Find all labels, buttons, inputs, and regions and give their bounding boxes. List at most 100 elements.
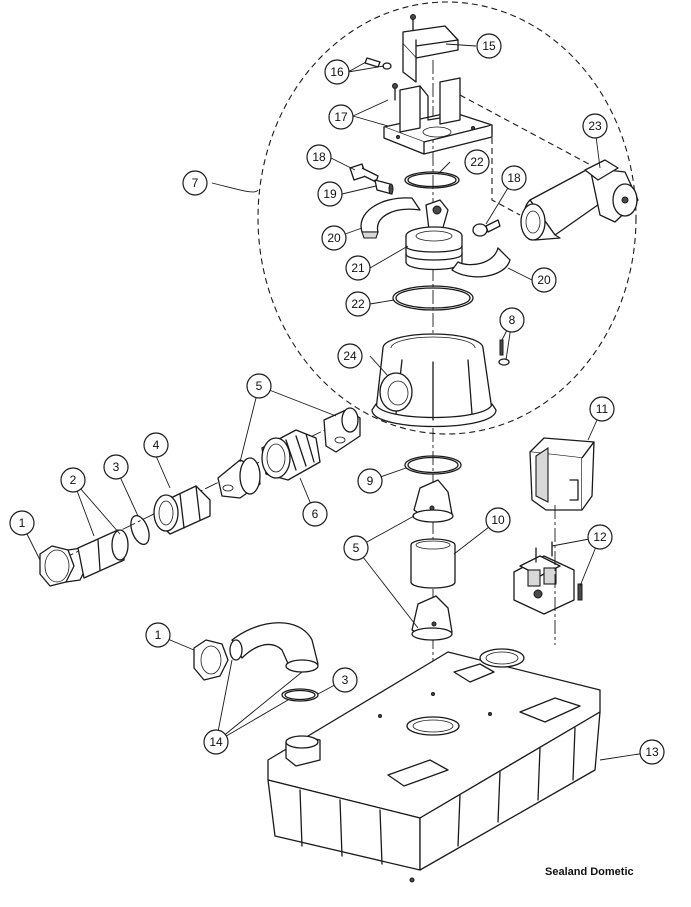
callout-12: 12: [587, 524, 613, 550]
callout-18-right: 18: [501, 165, 527, 191]
callout-11: 11: [589, 396, 615, 422]
spacer: [374, 179, 394, 195]
o-ring-discharge: [281, 688, 319, 702]
svg-text:6: 6: [312, 507, 319, 521]
motor: [520, 159, 639, 241]
callout-2: 2: [60, 467, 86, 493]
svg-text:10: 10: [491, 513, 505, 527]
svg-text:5: 5: [353, 541, 360, 555]
screw-washer-right: [498, 339, 510, 366]
callout-24: 24: [337, 343, 363, 369]
svg-text:20: 20: [327, 231, 341, 245]
svg-text:1: 1: [19, 516, 26, 530]
pump-head: [405, 199, 463, 271]
elbow-upper: [323, 407, 361, 453]
o-ring-9: [404, 455, 462, 475]
svg-text:16: 16: [330, 65, 344, 79]
svg-text:15: 15: [482, 39, 496, 53]
switch-assembly: [513, 541, 583, 615]
clamp-right: [451, 247, 511, 278]
svg-text:8: 8: [509, 313, 516, 327]
callout-20: 20: [321, 225, 347, 251]
callout-18: 18: [306, 144, 332, 170]
svg-text:22: 22: [351, 297, 365, 311]
clamp-left-end: [361, 231, 379, 239]
svg-text:22: 22: [470, 155, 484, 169]
callout-8: 8: [499, 307, 525, 333]
elbow-lower: [411, 595, 453, 641]
callout-5: 5: [246, 373, 272, 399]
svg-text:4: 4: [153, 438, 160, 452]
svg-text:18: 18: [312, 150, 326, 164]
discharge-elbow: [229, 622, 319, 673]
callout-6: 6: [302, 501, 328, 527]
svg-text:17: 17: [334, 110, 348, 124]
callout-13: 13: [639, 739, 665, 765]
callout-10: 10: [485, 507, 511, 533]
svg-text:23: 23: [588, 119, 602, 133]
hex-nut-left: [39, 545, 89, 587]
callout-22-upper: 22: [464, 149, 490, 175]
svg-text:11: 11: [596, 402, 609, 416]
sleeve: [410, 538, 456, 589]
callout-20-right: 20: [531, 267, 557, 293]
brand-label: Sealand Dometic: [545, 866, 634, 878]
hex-nut-lower: [193, 639, 229, 681]
svg-text:1: 1: [155, 628, 162, 642]
pump-body: [371, 333, 497, 428]
bolt-left: [349, 163, 379, 183]
o-ring-upper: [404, 171, 460, 189]
svg-text:12: 12: [593, 530, 607, 544]
callout-3: 3: [103, 454, 129, 480]
callout-23: 23: [582, 113, 608, 139]
alignment-line: [491, 128, 521, 216]
union: [153, 485, 211, 535]
clamp-left: [360, 197, 421, 233]
callout-17: 17: [328, 104, 354, 130]
bolt-right: [472, 219, 501, 237]
svg-text:19: 19: [323, 187, 337, 201]
tail-piece: [77, 529, 129, 579]
callout-14: 14: [203, 729, 229, 755]
callout-22: 22: [345, 291, 371, 317]
callout-15: 15: [476, 33, 502, 59]
o-ring-inlet: [130, 514, 150, 546]
callout-19: 19: [317, 181, 343, 207]
o-ring-lower-inner: [395, 287, 471, 309]
svg-text:21: 21: [351, 261, 365, 275]
top-bracket: [402, 14, 459, 83]
leader-lines: [21, 43, 653, 761]
svg-text:14: 14: [209, 735, 223, 749]
callout-1-lower: 1: [145, 622, 171, 648]
svg-text:3: 3: [113, 460, 120, 474]
callout-1: 1: [9, 510, 35, 536]
svg-text:2: 2: [70, 473, 77, 487]
svg-text:5: 5: [256, 379, 263, 393]
callout-5-middle: 5: [343, 535, 369, 561]
callout-9: 9: [357, 468, 383, 494]
callout-3-lower: 3: [332, 667, 358, 693]
alignment-line: [459, 94, 601, 171]
callout-7: 7: [182, 170, 208, 196]
o-ring-discharge-inner: [284, 689, 316, 701]
o-ring-lower: [392, 285, 474, 311]
pump-subassembly-boundary: [257, 1, 637, 435]
callout-4: 4: [143, 432, 169, 458]
svg-text:20: 20: [537, 273, 551, 287]
electrical-cover: [529, 437, 595, 511]
callout-21: 21: [345, 255, 371, 281]
svg-text:9: 9: [367, 474, 374, 488]
svg-text:7: 7: [192, 176, 199, 190]
svg-text:13: 13: [645, 745, 659, 759]
svg-text:18: 18: [507, 171, 521, 185]
svg-text:24: 24: [343, 349, 357, 363]
motor-mount-bracket: [383, 77, 493, 155]
svg-text:3: 3: [342, 673, 349, 687]
callout-16: 16: [324, 59, 350, 85]
o-ring-9-inner: [407, 456, 459, 474]
tank: [267, 648, 601, 883]
elbow-left: [217, 457, 261, 499]
coupling-nut: [261, 429, 321, 481]
